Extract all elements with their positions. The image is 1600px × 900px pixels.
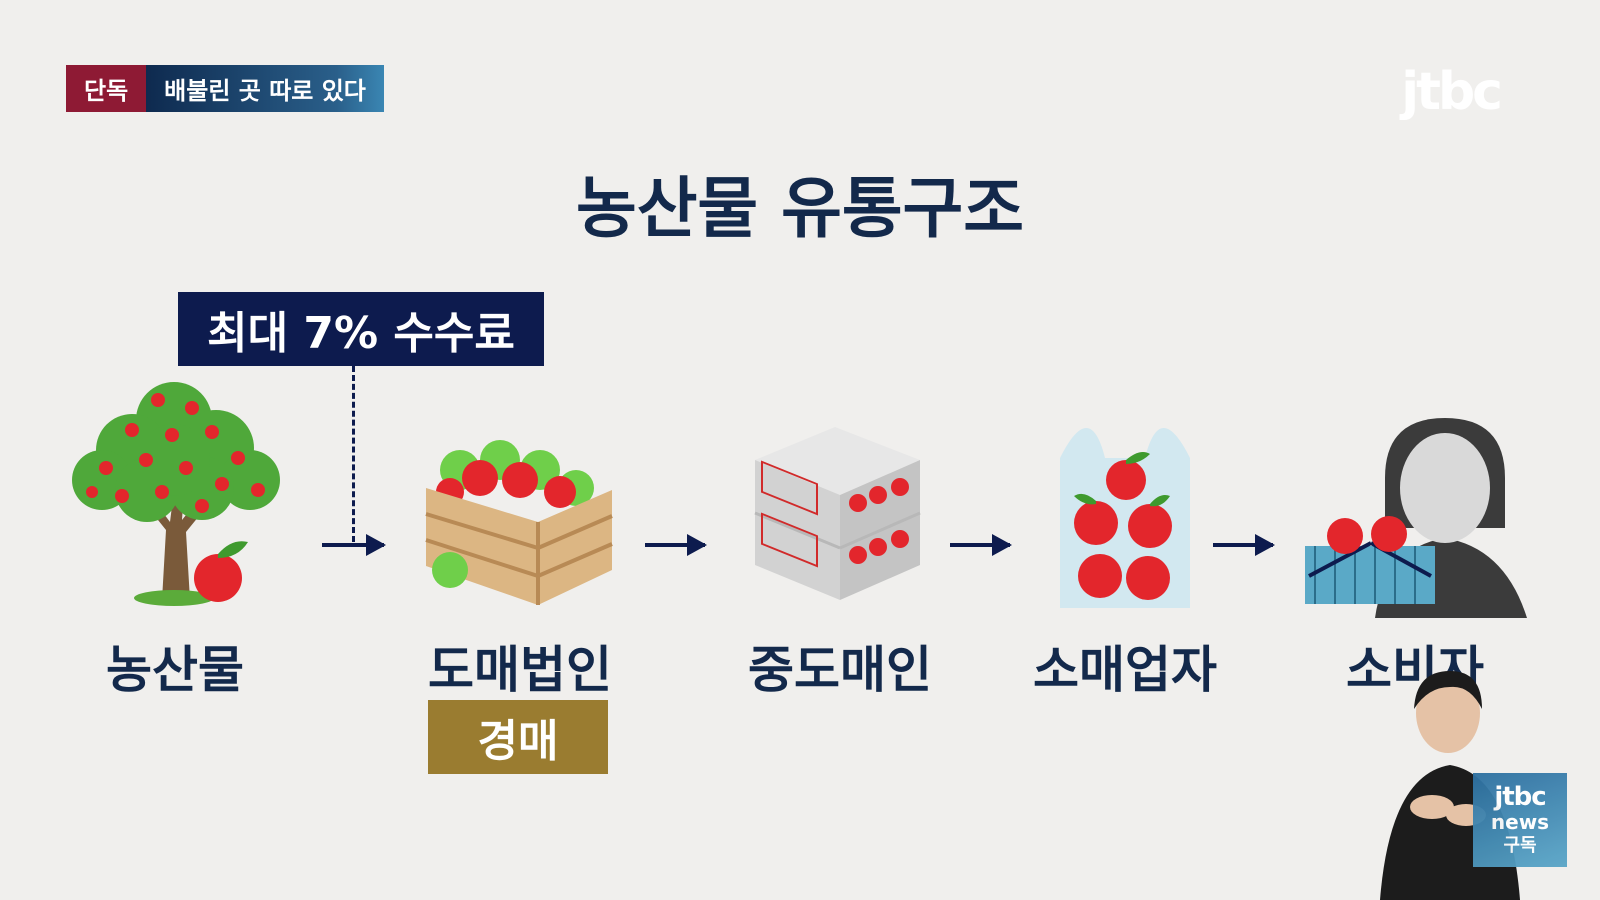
apple-bag-icon xyxy=(1060,428,1190,608)
apple-boxes-icon xyxy=(754,427,921,600)
channel-logo: jtbc xyxy=(1401,62,1503,122)
subscribe-label: 구독 xyxy=(1503,834,1537,856)
stage-label-wholesaler: 도매법인 xyxy=(428,641,612,699)
flow-arrow-3 xyxy=(950,534,1012,556)
stage-label-producer: 농산물 xyxy=(106,641,244,699)
news-tag: 단독 배불린 곳 따로 있다 xyxy=(66,65,384,112)
fee-pointer-line xyxy=(352,366,355,542)
badge-news: news xyxy=(1490,809,1550,834)
exclusive-tag: 단독 xyxy=(66,65,147,112)
apple-tree-icon xyxy=(72,382,280,606)
diagram-title: 농산물 유통구조 xyxy=(575,170,1025,247)
auction-box: 경매 xyxy=(428,700,608,774)
fee-note-box: 최대 7% 수수료 xyxy=(178,292,544,366)
headline-tag: 배불린 곳 따로 있다 xyxy=(146,65,384,112)
stage-label-retailer: 소매업자 xyxy=(1033,641,1217,699)
subscribe-badge[interactable]: jtbc news 구독 xyxy=(1473,773,1567,867)
apple-crate-icon xyxy=(425,440,613,605)
badge-logo: jtbc xyxy=(1494,782,1546,813)
flow-arrow-4 xyxy=(1213,534,1275,556)
flow-arrow-2 xyxy=(645,534,707,556)
stage-label-broker: 중도매인 xyxy=(748,641,932,699)
flow-arrow-1 xyxy=(322,534,386,556)
consumer-with-basket-icon xyxy=(1305,418,1527,618)
